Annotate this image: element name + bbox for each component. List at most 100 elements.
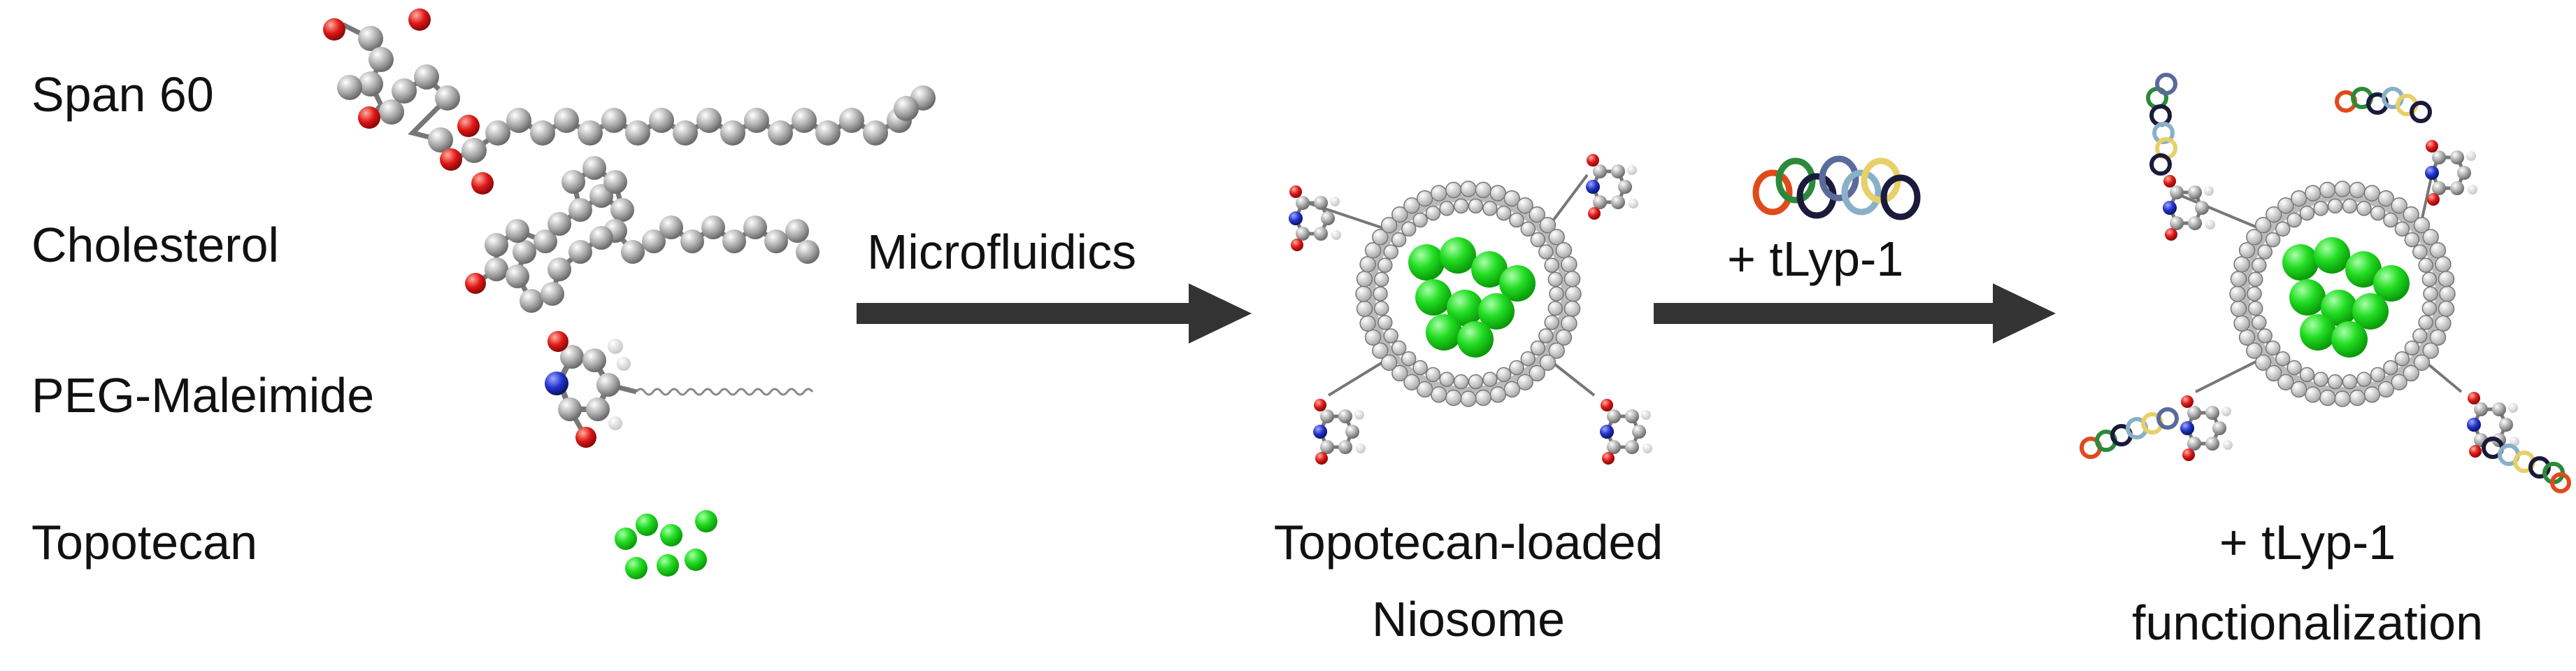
lipid-head [1539,217,1557,234]
lipid-head [2404,232,2420,248]
lipid-head [2370,205,2386,221]
attached-tlyp1-peptides [2080,73,2571,493]
peg-maleimide-molecule-icon [545,331,814,448]
lipid-head [2349,389,2366,407]
lipid-head [2383,212,2398,228]
lipid-head [2413,217,2431,234]
lipid-head [1439,201,1454,216]
lipid-head [1416,190,1433,207]
lipid-head [1475,181,1492,199]
lipid-head [1544,257,1559,273]
lipid-head [1468,198,1484,214]
lipid-head [1503,381,1521,398]
tlyp1-functionalized-niosome [2080,73,2571,493]
lipid-head [2423,286,2438,302]
microfluidics-label: Microfluidics [867,225,1137,279]
lipid-head [1517,374,1533,390]
lipid-head [1355,285,1372,302]
lipid-head [1548,342,1565,359]
microfluidics-arrow [857,283,1252,344]
lipid-head [1391,206,1408,223]
lipid-head [2412,244,2428,260]
span60-label: Span 60 [31,67,214,122]
lipid-head [1475,389,1492,407]
lipid-head [1425,367,1441,383]
lipid-head [2246,229,2263,246]
lipid-head [2247,271,2263,288]
lipid-head [2413,354,2431,371]
lipid-head [2438,300,2455,318]
lipid-head [2412,328,2428,344]
lipid-head [2290,190,2307,207]
lipid-head [1561,255,1577,273]
lipid-head [2342,198,2358,214]
lipid-head [2230,300,2247,318]
lipid-head [2422,342,2439,359]
lipid-head [2422,229,2439,246]
lipid-head [1445,389,1462,407]
lipid-head [1359,255,1376,273]
tlyp1-step-label: + tLyp-1 [1727,232,1904,286]
lipid-head [2257,328,2273,344]
lipid-head [1401,351,1417,367]
lipid-head [2363,185,2381,202]
lipid-head [1555,329,1573,346]
lipid-head [2238,241,2256,259]
lipid-head [2252,315,2267,330]
lipid-head [2313,372,2328,387]
lipid-head [2349,181,2366,199]
span60-molecule-icon [323,8,936,195]
lipid-head [2265,340,2281,356]
lipid-head [1412,212,1428,228]
lipid-head [1430,185,1447,202]
lipid-head [2421,271,2438,288]
lipid-head [2383,360,2398,376]
lipid-head [2370,367,2386,383]
lipid-head [1544,315,1559,330]
lipid-head [2247,286,2262,302]
lipid-head [2252,257,2267,273]
lipid-head [1482,201,1498,216]
tlyp1-arrow [1654,283,2056,344]
lipid-head [2421,300,2438,316]
lipid-head [1482,372,1498,387]
lipid-head [1538,244,1554,260]
lipid-head [1468,374,1484,390]
lipid-head [1364,241,1382,259]
lipid-head [2254,217,2272,234]
lipid-head [1439,372,1454,387]
lipid-head [2229,285,2246,302]
lipid-head [2327,198,2343,214]
lipid-head [1372,229,1389,246]
lipid-head [2319,389,2336,407]
lipid-head [2334,181,2351,197]
lipid-head [2265,232,2281,248]
lipid-head [2233,255,2250,273]
lipid-head [1548,229,1565,246]
lipid-head [2429,329,2447,346]
functionalization-caption-line2: functionalization [2132,595,2483,650]
lipid-head [2277,197,2294,214]
lipid-head [2313,201,2328,216]
lipid-head [2342,374,2358,390]
lipid-head [2418,315,2433,330]
lipid-head [1489,386,1507,403]
lipid-head [2391,374,2407,390]
lipid-head [1356,270,1373,288]
lipid-head [1565,285,1582,302]
lipid-head [1372,342,1389,359]
lipid-head [1383,244,1398,260]
lipid-head [1529,365,1545,382]
tlyp1-peptide-chain-icon [1752,155,1921,220]
lipid-head [1378,257,1393,273]
lipid-head [1453,374,1469,390]
lipid-head [2287,360,2302,376]
lipid-head [2266,365,2282,382]
lipid-head [2275,221,2291,237]
lipid-head [1520,351,1536,367]
lipid-head [1380,217,1398,234]
lipid-head [2233,315,2250,332]
lipid-head [1539,354,1557,371]
lipid-head [2277,374,2294,390]
lipid-head [2254,354,2272,371]
